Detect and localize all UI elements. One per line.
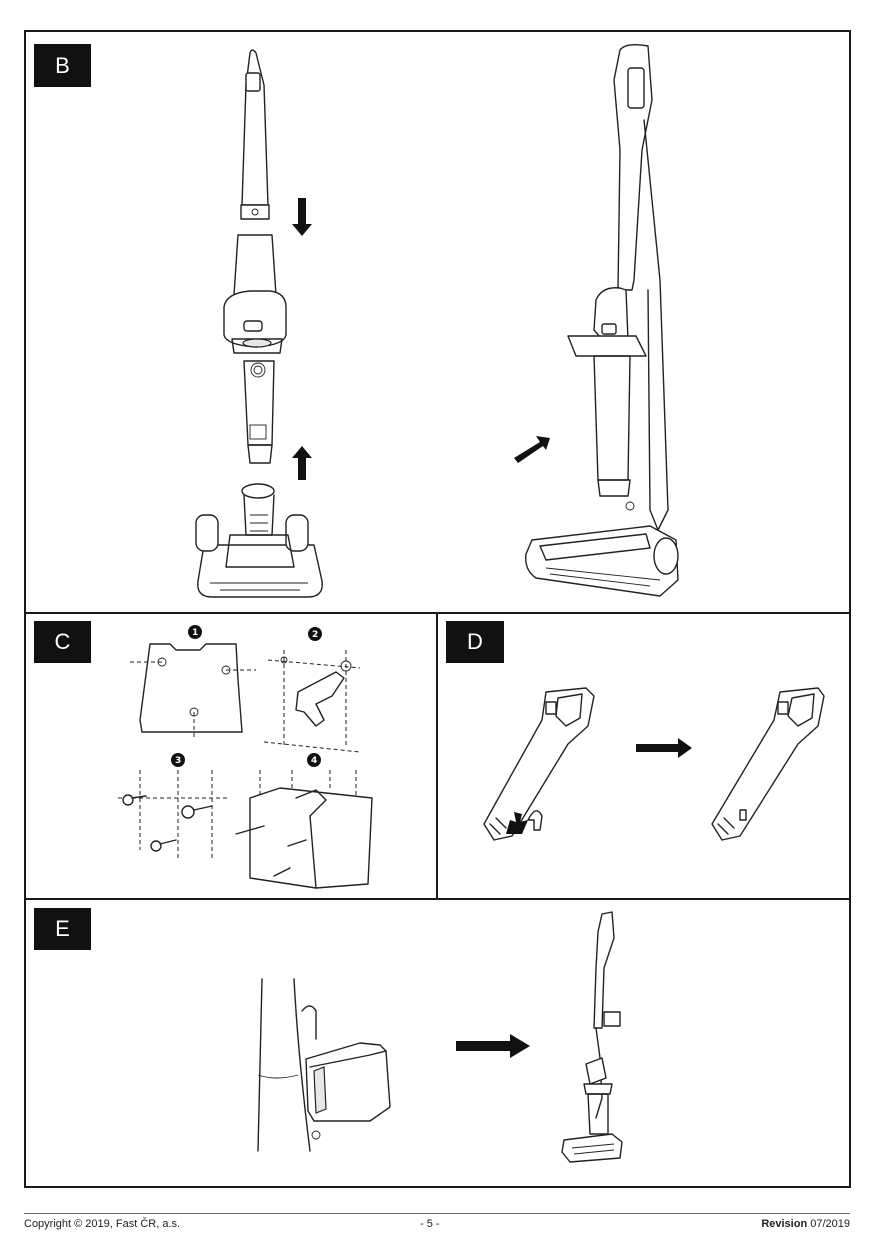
handle-clip-before-illustration xyxy=(483,687,595,841)
panel-e xyxy=(24,898,851,1188)
wall-mount-steps-illustration: 1 2 3 4 xyxy=(118,625,373,889)
step-2-text: 2 xyxy=(312,630,318,640)
step-3-number xyxy=(171,753,185,767)
arrow-right-icon xyxy=(636,738,692,758)
footer-rule xyxy=(24,1213,850,1214)
footer-revision-value: 07/2019 xyxy=(810,1218,850,1230)
arrow-down-icon xyxy=(292,198,312,236)
handle-clip-after-illustration xyxy=(711,687,825,841)
panel-e-label: E xyxy=(34,908,91,950)
footer-copyright: Copyright © 2019, Fast ČR, a.s. xyxy=(24,1218,181,1230)
panel-b xyxy=(24,30,851,614)
step-2-number xyxy=(308,627,322,641)
footer-revision-label: Revision xyxy=(761,1218,808,1230)
footer-page-number: - 5 - xyxy=(420,1218,440,1230)
step-1-text: 1 xyxy=(192,628,198,638)
step-3-text: 3 xyxy=(175,756,181,766)
panel-b-label: B xyxy=(34,44,91,87)
arrow-up-icon xyxy=(292,446,312,480)
panel-d-label: D xyxy=(446,621,504,663)
vacuum-assembled-illustration xyxy=(525,43,679,597)
step-1-number xyxy=(188,625,202,639)
arrow-right-icon-2 xyxy=(456,1034,530,1058)
footer-revision: Revision 07/2019 xyxy=(761,1218,850,1230)
arrow-diagonal-icon xyxy=(514,436,550,463)
vacuum-on-wall-illustration xyxy=(561,911,623,1163)
step-4-number xyxy=(307,753,321,767)
vacuum-exploded-illustration xyxy=(195,49,323,598)
step-4-text: 4 xyxy=(311,756,317,766)
panel-c-label: C xyxy=(34,621,91,663)
battery-holder-closeup-illustration xyxy=(257,978,391,1152)
